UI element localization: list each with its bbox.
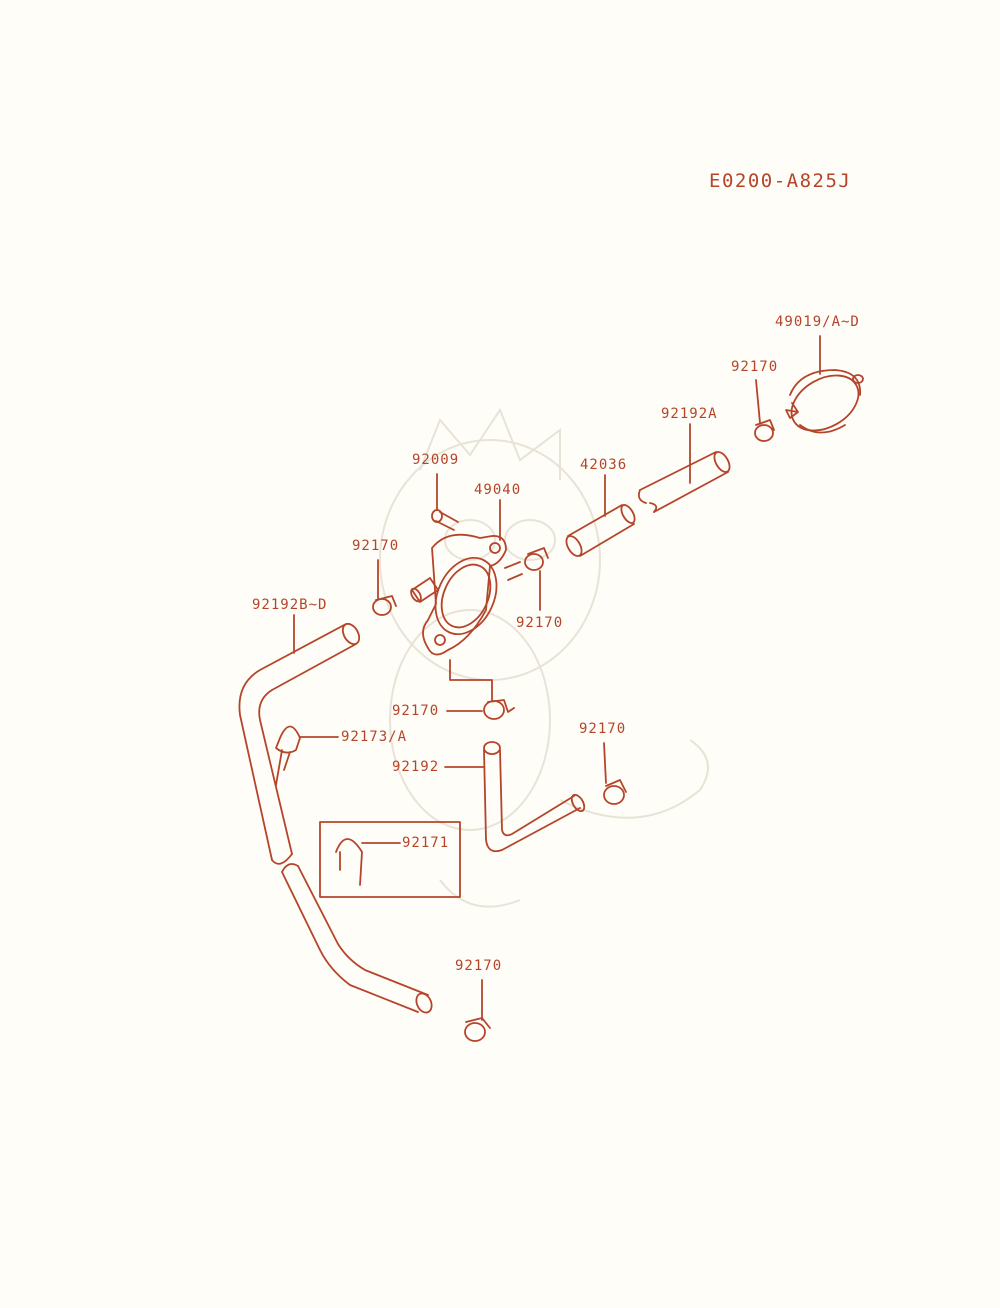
label-clamp-filter[interactable]: 92170 <box>731 359 779 375</box>
fuel-hose-bd <box>238 614 433 1014</box>
label-hose-bd[interactable]: 92192B~D <box>252 597 328 613</box>
label-bolt[interactable]: 92009 <box>412 452 460 468</box>
label-joint[interactable]: 42036 <box>580 457 628 473</box>
label-hose[interactable]: 92192 <box>392 759 440 775</box>
hose-clamp-pump-outlet <box>524 547 549 611</box>
label-clip[interactable]: 92171 <box>402 835 450 851</box>
hose-clip-a <box>275 725 339 786</box>
hose-clamp-pump-inlet <box>372 559 397 616</box>
label-clamp-hose-end[interactable]: 92170 <box>579 721 627 737</box>
label-fuel-filter[interactable]: 49019/A~D <box>775 314 860 330</box>
fuel-filter <box>785 335 864 434</box>
label-clip-a[interactable]: 92173/A <box>341 729 408 745</box>
label-clamp-pump-outlet[interactable]: 92170 <box>516 615 564 631</box>
label-hose-a[interactable]: 92192A <box>661 406 718 422</box>
label-clamp-pump-inlet[interactable]: 92170 <box>352 538 400 554</box>
fuel-hose <box>444 741 586 853</box>
fuel-pump <box>410 499 523 656</box>
watermark-mascot <box>379 407 709 908</box>
hose-clamp-pump-bottom <box>446 659 515 720</box>
hose-clip-box <box>319 821 461 898</box>
bolt <box>431 473 459 531</box>
label-clamp-pump-bottom[interactable]: 92170 <box>392 703 440 719</box>
fuel-hose-a <box>637 423 731 513</box>
hose-clamp-filter <box>754 379 775 442</box>
pipe-joint <box>565 474 636 557</box>
label-clamp-lower[interactable]: 92170 <box>455 958 503 974</box>
hose-clamp-hose-end <box>603 742 627 805</box>
diagram-code: E0200-A825J <box>709 170 852 192</box>
hose-clamp-lower <box>464 979 491 1042</box>
label-fuel-pump[interactable]: 49040 <box>474 482 522 498</box>
